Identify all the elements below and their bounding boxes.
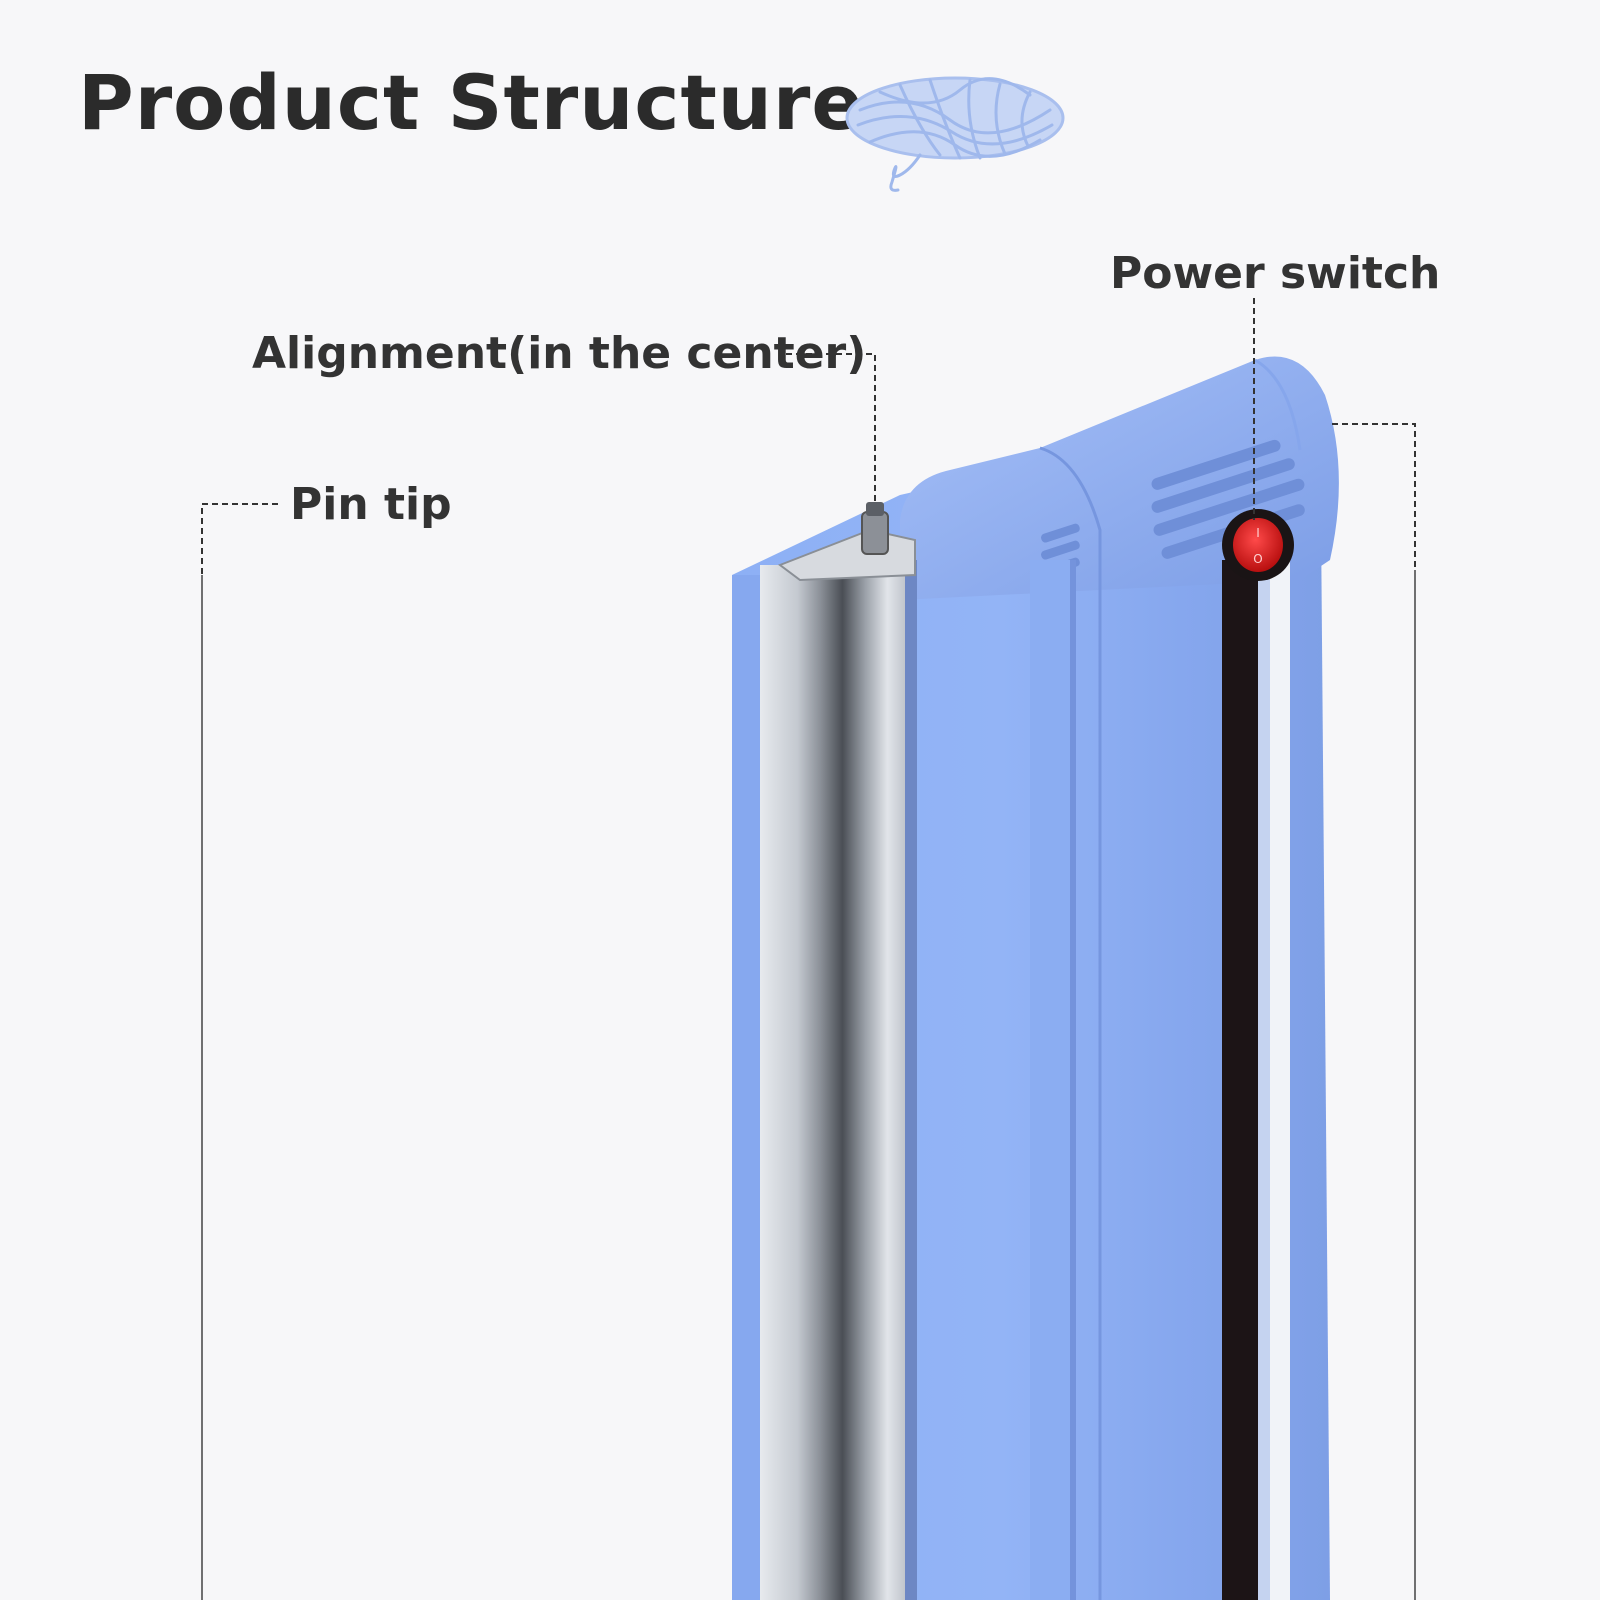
callout-alignment: Alignment(in the center) [252,328,867,379]
page-title: Product Structure [78,58,864,147]
svg-text:I: I [1256,526,1260,540]
yarn-ball-icon [845,76,1065,192]
svg-text:O: O [1253,552,1262,566]
callout-pin-tip: Pin tip [290,479,452,530]
callout-power-switch: Power switch [1110,248,1441,299]
